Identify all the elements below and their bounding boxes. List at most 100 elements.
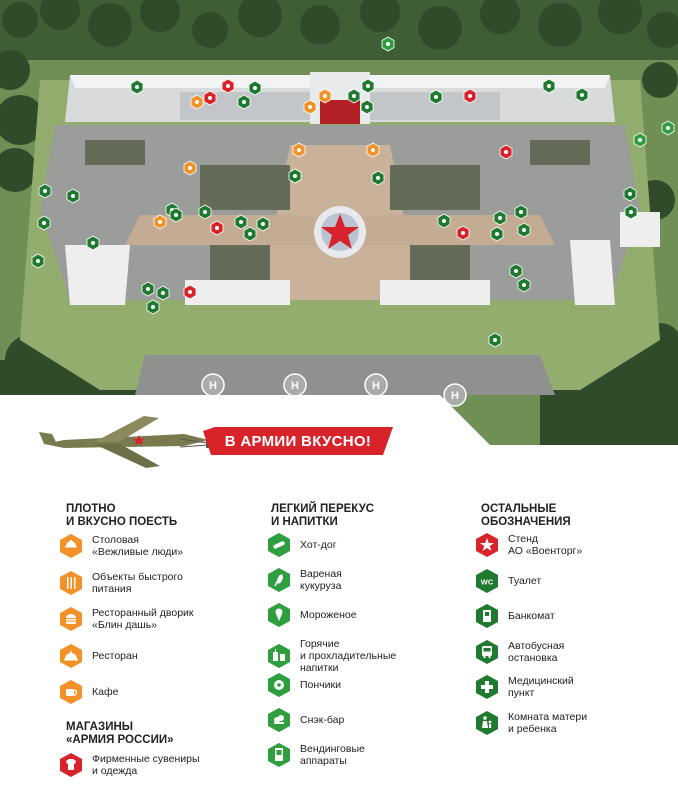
label-line: кукуруза <box>300 580 342 592</box>
corn-icon <box>268 568 290 592</box>
label-line: и ребенка <box>508 722 557 735</box>
airplane-illustration <box>39 416 209 468</box>
map-marker-icon[interactable] <box>183 160 197 176</box>
map-marker-icon[interactable] <box>490 226 504 242</box>
drinks-icon <box>268 644 290 668</box>
icecream-icon <box>268 603 290 627</box>
map-marker-icon[interactable] <box>488 332 502 348</box>
legend-item: Пончики <box>268 673 341 697</box>
map-marker-icon[interactable] <box>237 94 251 110</box>
label-line: Автобусная <box>508 639 565 652</box>
main-pavilion <box>65 72 615 124</box>
map-marker-icon[interactable] <box>288 168 302 184</box>
label-line: аппараты <box>300 755 347 767</box>
map-marker-icon[interactable] <box>456 225 470 241</box>
park-map: H H H H <box>0 0 678 445</box>
map-marker-icon[interactable] <box>661 120 675 136</box>
legend-item-label: Хот-дог <box>300 539 337 551</box>
map-marker-icon[interactable] <box>86 235 100 251</box>
map-marker-icon[interactable] <box>153 214 167 230</box>
fast-food-icon <box>60 570 82 595</box>
medical-icon <box>476 675 498 699</box>
title-line: «АРМИЯ РОССИИ» <box>66 734 174 746</box>
map-marker-icon[interactable] <box>190 94 204 110</box>
map-marker-icon[interactable] <box>203 90 217 106</box>
map-marker-icon[interactable] <box>66 188 80 204</box>
map-marker-icon[interactable] <box>130 79 144 95</box>
map-marker-icon[interactable] <box>169 207 183 223</box>
map-marker-icon[interactable] <box>542 78 556 94</box>
map-marker-icon[interactable] <box>517 222 531 238</box>
map-marker-icon[interactable] <box>146 299 160 315</box>
map-marker-icon[interactable] <box>198 204 212 220</box>
map-marker-icon[interactable] <box>37 215 51 231</box>
label-line: «Блин дашь» <box>92 619 158 631</box>
mother-child-icon <box>476 710 498 735</box>
title-line: ОСТАЛЬНЫЕ <box>481 503 557 515</box>
helipad-label: H <box>209 380 217 392</box>
legend-item-label: Кафе <box>92 686 118 698</box>
map-marker-icon[interactable] <box>499 144 513 160</box>
voentorg-star-icon <box>476 533 498 557</box>
label-line: Хот-дог <box>300 539 337 551</box>
map-marker-icon[interactable] <box>243 226 257 242</box>
map-marker-icon[interactable] <box>221 78 235 94</box>
map-marker-icon[interactable] <box>156 285 170 301</box>
svg-text:WC: WC <box>481 577 494 586</box>
map-marker-icon[interactable] <box>381 36 395 52</box>
label-line: питания <box>92 582 132 595</box>
map-marker-icon[interactable] <box>234 214 248 230</box>
burger-icon <box>60 607 82 631</box>
legend-item: Снэк-бар <box>268 708 344 732</box>
map-marker-icon[interactable] <box>514 204 528 220</box>
map-marker-icon[interactable] <box>210 220 224 236</box>
map-marker-icon[interactable] <box>366 142 380 158</box>
label-line: Ресторан <box>92 649 138 662</box>
map-marker-icon[interactable] <box>31 253 45 269</box>
vending-icon <box>268 743 290 767</box>
banner-shape <box>203 427 393 455</box>
hangars <box>65 212 660 305</box>
map-marker-icon[interactable] <box>361 78 375 94</box>
map-marker-icon[interactable] <box>463 88 477 104</box>
label-line: Снэк-бар <box>300 714 345 726</box>
legend-item-label: Ресторанный дворик«Блин дашь» <box>92 607 194 631</box>
map-marker-icon[interactable] <box>141 281 155 297</box>
label-line: Банкомат <box>508 610 555 622</box>
label-line: Ресторанный дворик <box>92 607 194 619</box>
map-marker-icon[interactable] <box>437 213 451 229</box>
map-marker-icon[interactable] <box>429 89 443 105</box>
map-marker-icon[interactable] <box>517 277 531 293</box>
map-marker-icon[interactable] <box>303 99 317 115</box>
map-marker-icon[interactable] <box>347 88 361 104</box>
legend-item-label: Мороженое <box>300 609 357 621</box>
label-line: Горячие <box>300 638 340 650</box>
map-marker-icon[interactable] <box>493 210 507 226</box>
label-line: Стенд <box>508 533 539 545</box>
map-marker-icon[interactable] <box>38 183 52 199</box>
map-marker-icon[interactable] <box>256 216 270 232</box>
map-marker-icon[interactable] <box>623 186 637 202</box>
map-marker-icon[interactable] <box>633 132 647 148</box>
map-marker-icon[interactable] <box>183 284 197 300</box>
label-line: Пончики <box>300 679 341 691</box>
map-marker-icon[interactable] <box>509 263 523 279</box>
title-line: МАГАЗИНЫ <box>66 721 134 733</box>
label-line: и прохладительные <box>300 650 397 662</box>
map-marker-icon[interactable] <box>575 87 589 103</box>
map-marker-icon[interactable] <box>360 99 374 115</box>
legend <box>0 395 678 791</box>
map-marker-icon[interactable] <box>318 88 332 104</box>
map-marker-icon[interactable] <box>248 80 262 96</box>
label-line: Фирменные сувениры <box>92 753 200 765</box>
map-marker-icon[interactable] <box>292 142 306 158</box>
map-marker-icon[interactable] <box>371 170 385 186</box>
map-marker-icon[interactable] <box>624 204 638 220</box>
